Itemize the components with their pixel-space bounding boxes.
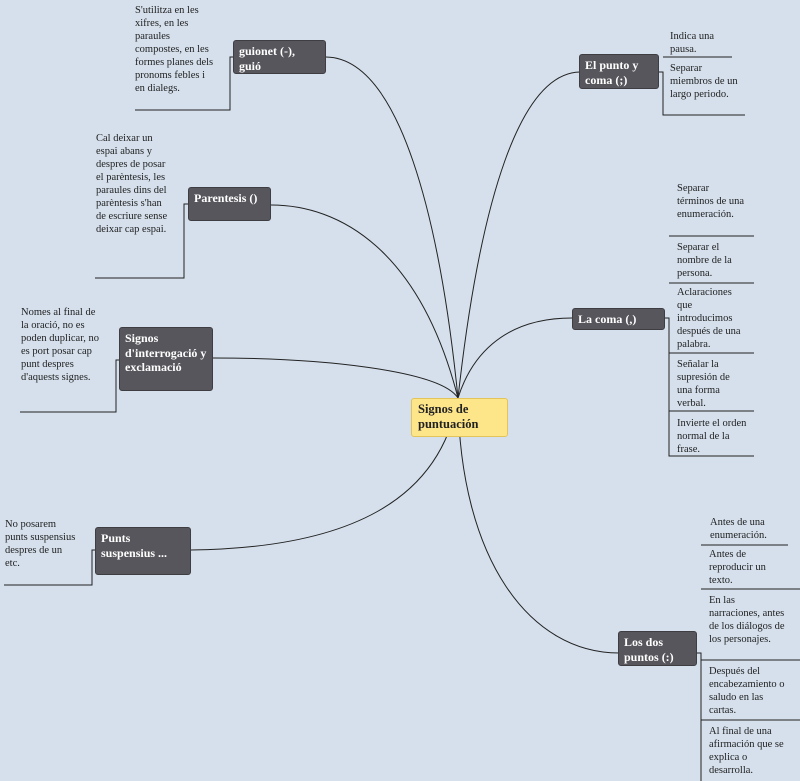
note-dos-puntos-3: En las narraciones, antes de los diálogo… (709, 595, 785, 645)
link-interrog (212, 357, 459, 399)
note-dos-puntos-4: Después del encabezamiento o saludo en l… (709, 666, 785, 716)
note-coma-2: Separar el nombre de la persona. (677, 242, 732, 279)
link-parentesis (270, 204, 459, 399)
link-coma (457, 317, 573, 399)
note-punto-coma-2: Separar miembros de un largo periodo. (670, 63, 738, 100)
link-punto-coma (457, 71, 581, 399)
topic-guionet[interactable]: guionet (-), guió (233, 40, 326, 74)
note-coma-4: Señalar la supresión de una forma verbal… (677, 359, 730, 409)
note-coma-3: Aclaraciones que introducimos después de… (677, 287, 741, 350)
note-coma-1: Separar términos de una enumeración. (677, 183, 745, 220)
note-dos-puntos-5: Al final de una afirmación que se explic… (709, 726, 784, 776)
topic-coma[interactable]: La coma (,) (572, 308, 665, 330)
link-dos-puntos (457, 397, 620, 654)
note-punto-coma-1: Indica una pausa. (670, 31, 715, 55)
link-guionet (325, 56, 459, 399)
topic-dos-puntos[interactable]: Los dos puntos (:) (618, 631, 697, 666)
central-topic[interactable]: Signos de puntuación (411, 398, 508, 437)
note-dos-puntos-1: Antes de una enumeración. (710, 517, 767, 541)
note-coma-5: Invierte el orden normal de la frase. (677, 418, 747, 455)
note-dos-puntos-2: Antes de reproducir un texto. (709, 549, 766, 586)
note-suspensius: No posarem punts suspensius despres de u… (5, 519, 76, 569)
note-guionet: S'utilitza en les xifres, en les paraule… (135, 5, 214, 94)
topic-suspensius[interactable]: Punts suspensius ... (95, 527, 191, 575)
topic-interrog[interactable]: Signos d'interrogació y exclamació (119, 327, 213, 391)
note-interrog: Nomes al final de la oració, no es poden… (21, 307, 100, 383)
topic-parentesis[interactable]: Parentesis () (188, 187, 271, 221)
topic-punto-coma[interactable]: El punto y coma (;) (579, 54, 659, 89)
note-parentesis: Cal deixar un espai abans y despres de p… (96, 133, 168, 235)
